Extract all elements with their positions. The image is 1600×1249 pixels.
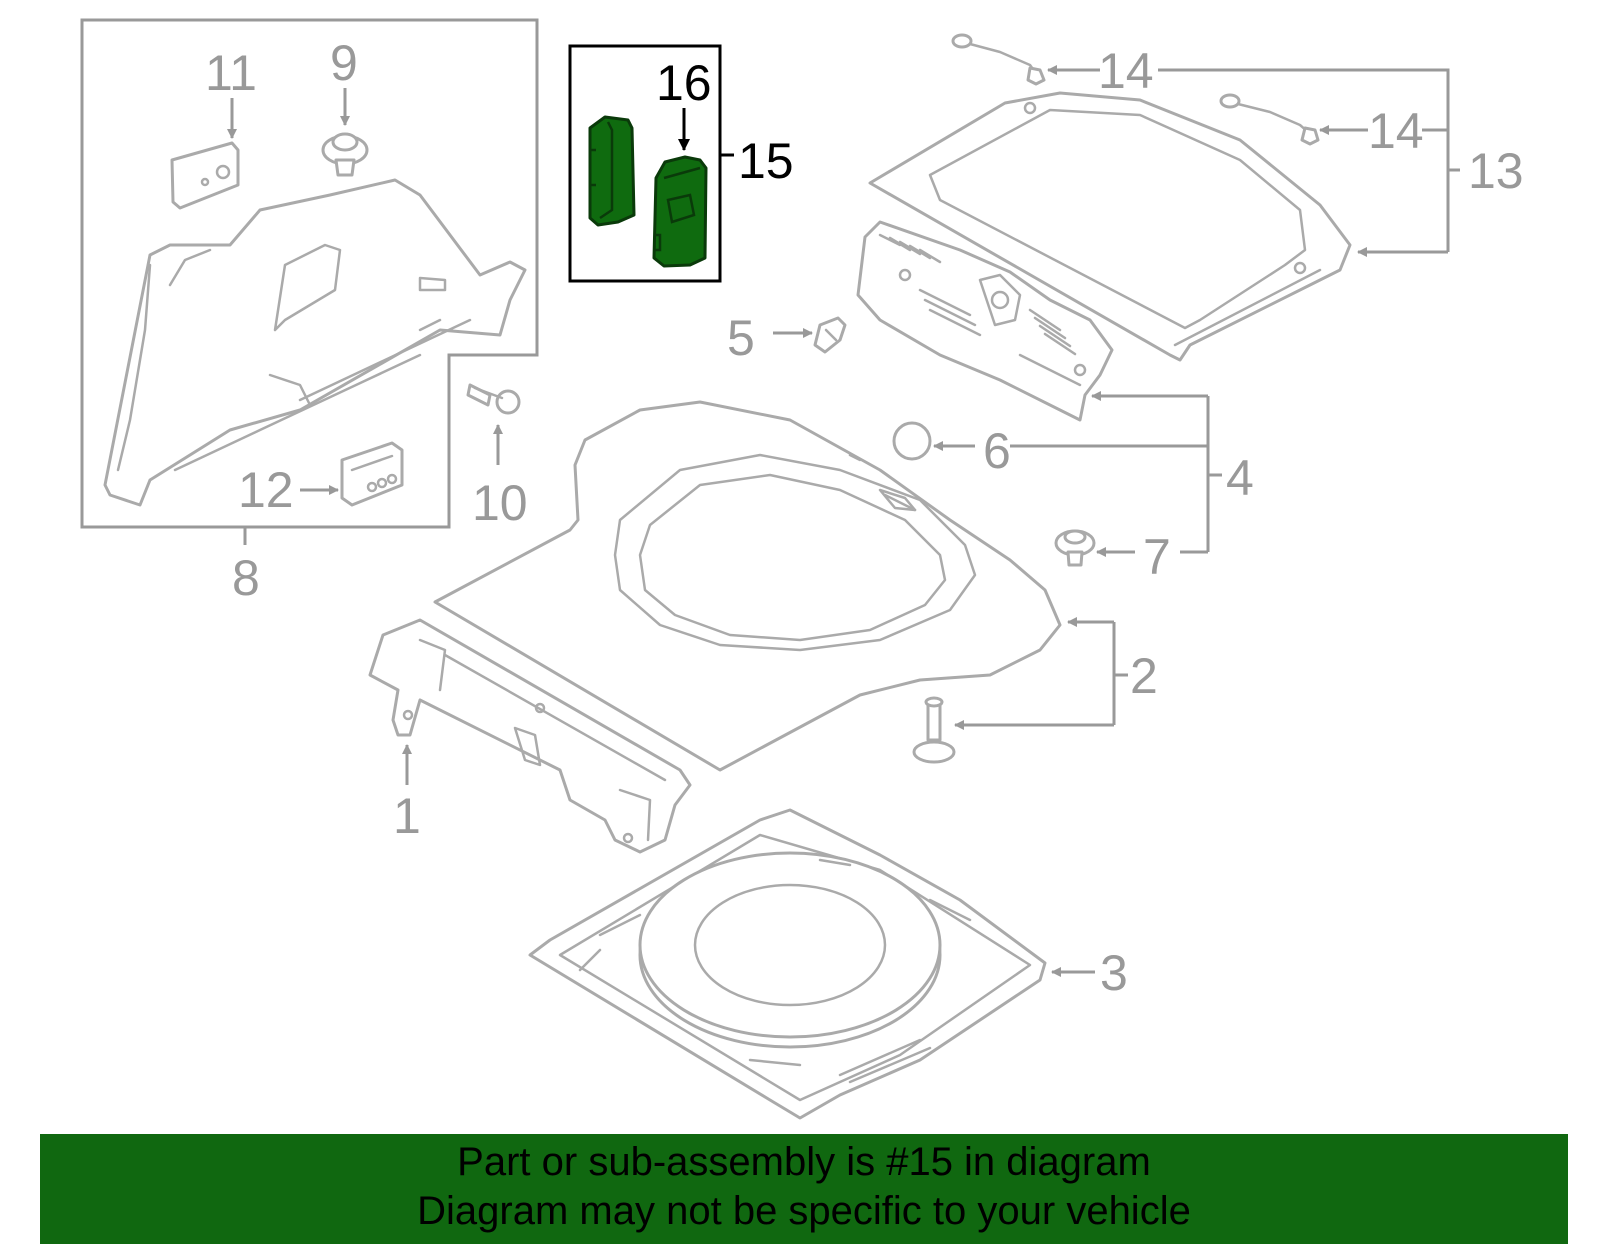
part-15-left-piece (588, 115, 636, 227)
banner-line-1: Part or sub-assembly is #15 in diagram (457, 1140, 1151, 1184)
callout-14-top: 14 (1098, 43, 1154, 99)
highlight-box-15 (568, 44, 722, 283)
callout-6: 6 (983, 423, 1011, 479)
callout-16: 16 (656, 55, 712, 111)
package-tray-13 (868, 91, 1352, 362)
floor-bolt-2 (912, 696, 956, 764)
callout-12: 12 (238, 462, 294, 518)
floor-cover-2 (433, 400, 1062, 772)
callout-3: 3 (1100, 945, 1128, 1001)
cover-11 (170, 141, 240, 210)
part-16-cover (652, 155, 708, 268)
clip-7 (1054, 529, 1096, 567)
callout-7: 7 (1143, 529, 1171, 585)
push-pin-5 (813, 316, 847, 354)
quarter-trim-panel-8 (103, 178, 527, 507)
group-box-8 (80, 18, 539, 529)
callout-4: 4 (1226, 450, 1254, 506)
info-banner: Part or sub-assembly is #15 in diagram D… (40, 1134, 1568, 1244)
rear-panel-trim-4 (856, 220, 1114, 422)
spare-tire-well-3 (528, 808, 1047, 1120)
callout-14-right: 14 (1368, 103, 1424, 159)
callout-2: 2 (1130, 648, 1158, 704)
banner-line-2: Diagram may not be specific to your vehi… (417, 1189, 1191, 1233)
callout-9: 9 (330, 35, 358, 91)
clip-9 (321, 132, 369, 177)
callout-8: 8 (232, 550, 260, 606)
plug-12 (340, 441, 404, 507)
callout-11: 11 (205, 45, 257, 101)
plug-6 (892, 421, 932, 461)
bolt-10 (466, 383, 521, 415)
callout-1: 1 (393, 788, 421, 844)
callout-5: 5 (727, 310, 755, 366)
callout-13: 13 (1468, 143, 1524, 199)
callout-10: 10 (472, 475, 528, 531)
cable-14-a (951, 33, 1046, 86)
sill-plate-1 (368, 618, 692, 854)
cable-14-b (1219, 93, 1320, 146)
callout-15: 15 (738, 133, 794, 189)
